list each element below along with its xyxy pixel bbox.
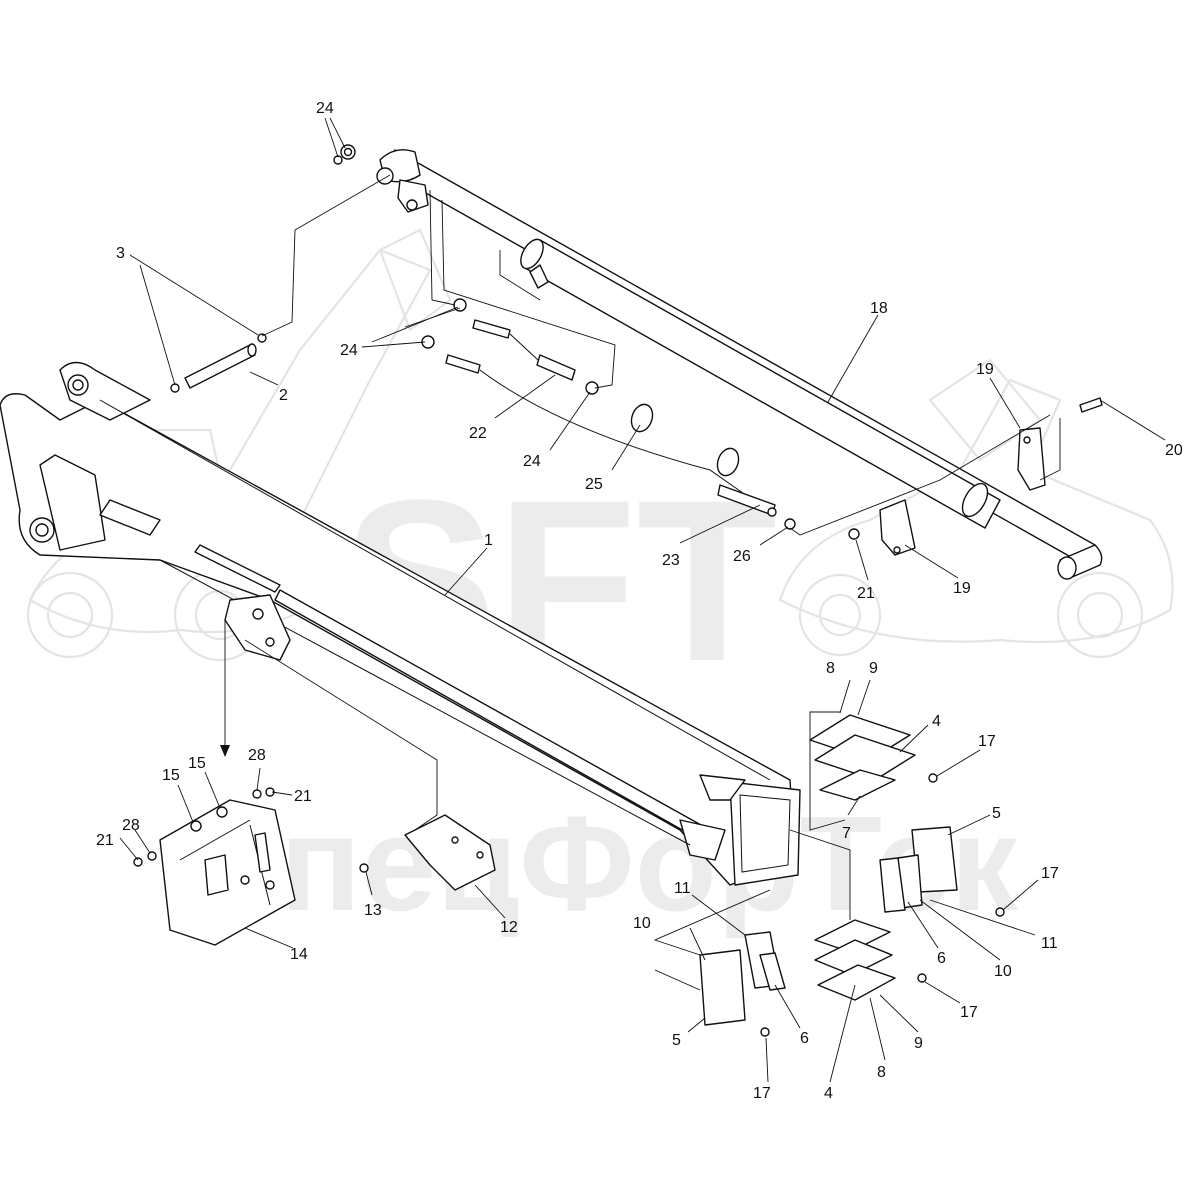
callout-19: 19 — [976, 361, 994, 378]
callout-9: 9 — [869, 660, 878, 677]
part-19-clamp-bottom — [879, 499, 916, 556]
callout-6: 6 — [800, 1030, 809, 1047]
callout-9: 9 — [914, 1035, 923, 1052]
callout-22: 22 — [469, 425, 487, 442]
callout-15: 15 — [188, 755, 206, 772]
callout-12: 12 — [500, 919, 518, 936]
callout-5: 5 — [992, 805, 1001, 822]
callout-18: 18 — [870, 300, 888, 317]
leader-lines — [119, 117, 1166, 1083]
callout-24: 24 — [340, 342, 358, 359]
assembly-arrow — [220, 745, 230, 757]
part-12-plate — [404, 814, 496, 891]
wear-pad-set-left — [699, 931, 786, 1037]
callout-25: 25 — [585, 476, 603, 493]
wear-pad-set-top — [809, 714, 938, 801]
callout-10: 10 — [633, 915, 651, 932]
callout-4: 4 — [932, 713, 941, 730]
callout-24: 24 — [523, 453, 541, 470]
callout-6: 6 — [937, 950, 946, 967]
wear-pad-set-bottom — [814, 919, 927, 1001]
callout-17: 17 — [753, 1085, 771, 1102]
callout-28: 28 — [248, 747, 266, 764]
callout-4: 4 — [824, 1085, 833, 1102]
callout-15: 15 — [162, 767, 180, 784]
callout-14: 14 — [290, 946, 308, 963]
callout-5: 5 — [672, 1032, 681, 1049]
callout-7: 7 — [842, 825, 851, 842]
callout-11: 11 — [1041, 935, 1058, 952]
callout-1: 1 — [484, 532, 493, 549]
callout-20: 20 — [1165, 442, 1183, 459]
part-18-hydraulic-cylinder — [376, 149, 1103, 580]
part-1-boom — [0, 361, 801, 886]
callout-21: 21 — [857, 585, 875, 602]
watermark-caption: СпецФорТек — [182, 788, 1018, 939]
callout-24: 24 — [316, 100, 334, 117]
part-25-o-rings — [630, 403, 740, 477]
part-23-tube — [717, 484, 777, 517]
part-22-hose — [445, 319, 761, 506]
part-2-pin — [184, 343, 257, 389]
callout-13: 13 — [364, 902, 382, 919]
part-19-clamp-top — [1017, 427, 1046, 491]
part-26-fitting — [784, 518, 796, 530]
callout-28: 28 — [122, 817, 140, 834]
callout-labels: 1 2 3 4 4 5 5 6 6 7 8 8 9 9 10 10 11 11 … — [96, 100, 1183, 1102]
part-14-base-bracket — [159, 799, 296, 946]
callout-8: 8 — [826, 660, 835, 677]
callout-26: 26 — [733, 548, 751, 565]
part-3-rings — [170, 333, 267, 393]
part-15-nuts — [190, 806, 228, 832]
callout-8: 8 — [877, 1064, 886, 1081]
callout-21: 21 — [96, 832, 114, 849]
callout-17: 17 — [960, 1004, 978, 1021]
callout-17: 17 — [1041, 865, 1059, 882]
callout-2: 2 — [279, 387, 288, 404]
callout-19: 19 — [953, 580, 971, 597]
callout-21: 21 — [294, 788, 312, 805]
callout-23: 23 — [662, 552, 680, 569]
part-13-bolt — [359, 863, 369, 873]
callout-3: 3 — [116, 245, 125, 262]
callout-17: 17 — [978, 733, 996, 750]
callout-10: 10 — [994, 963, 1012, 980]
part-21-washer-right — [848, 528, 860, 540]
callout-11: 11 — [674, 880, 691, 897]
watermark-machine-art-right — [778, 358, 1174, 659]
part-24-fittings-top — [333, 144, 356, 165]
wear-pad-set-right — [879, 826, 1005, 917]
part-20-bolt — [1079, 397, 1103, 413]
part-21-washers-left — [133, 787, 275, 867]
